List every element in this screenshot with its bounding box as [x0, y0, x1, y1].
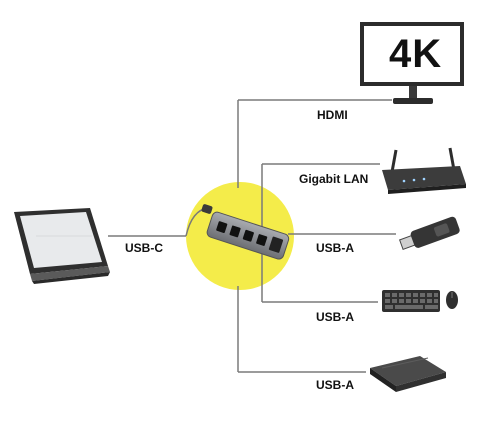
usb-hub-icon: [201, 204, 290, 260]
monitor-icon: [360, 22, 464, 104]
connection-label-hdmi: HDMI: [317, 108, 348, 122]
laptop-icon: [14, 208, 110, 284]
router-icon: [382, 147, 466, 194]
usb-stick-icon: [398, 216, 460, 250]
connection-label-usb-a-3: USB-A: [316, 378, 354, 392]
usb-c-label: USB-C: [125, 241, 163, 255]
external-drive-icon: [370, 356, 446, 392]
monitor-resolution-label: 4K: [389, 32, 443, 76]
connection-label-lan: Gigabit LAN: [299, 172, 369, 186]
connection-label-usb-a-2: USB-A: [316, 310, 354, 324]
connection-label-usb-a-1: USB-A: [316, 241, 354, 255]
keyboard-mouse-icon: [382, 290, 458, 312]
connector-lines: [108, 99, 396, 373]
